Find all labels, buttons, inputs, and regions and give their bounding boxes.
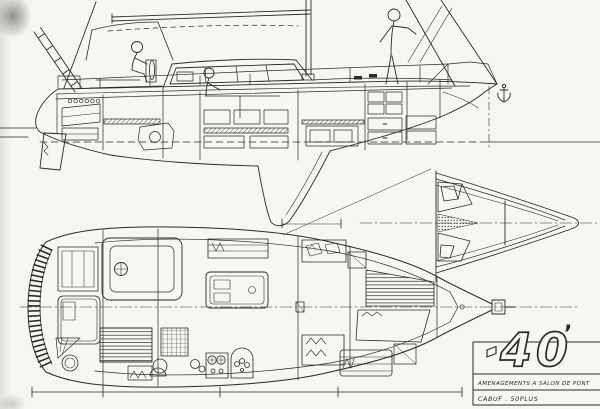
stern-ladder [33, 27, 82, 93]
pillows [305, 242, 341, 257]
forestay [440, 0, 498, 85]
sail-cover-dashed [107, 24, 299, 32]
pillow [439, 244, 455, 259]
boom [111, 9, 311, 18]
bow-deck-plan [281, 168, 599, 283]
inner-forestay [405, 0, 456, 87]
icebox-grid [160, 327, 189, 357]
bow-outline [435, 172, 579, 274]
pillow [440, 185, 459, 202]
hull-bottom-aft [39, 131, 259, 167]
saloon-table-plan [205, 271, 269, 309]
bow-fitting [459, 299, 516, 315]
hull-profile [0, 80, 498, 167]
port-berth-cushions [305, 337, 327, 357]
half-sink [149, 367, 167, 377]
helm-figure [131, 41, 148, 83]
sheer-line [57, 80, 498, 90]
bulkheads [102, 228, 438, 389]
companionway-steps [99, 327, 153, 363]
bow-pulpit [427, 61, 498, 85]
v-berth-slats [365, 269, 435, 307]
pillow [62, 301, 76, 321]
title-line-2: CABUF . 50PLUS [478, 395, 538, 403]
backstay [63, 1, 97, 89]
steering-wheel [148, 60, 155, 80]
quarter-berth [339, 343, 417, 377]
cockpit [89, 59, 163, 89]
sink [152, 358, 168, 374]
cockpit-plan [101, 237, 183, 301]
starboard-settee [207, 238, 269, 259]
engine [137, 122, 175, 151]
stove [205, 352, 229, 379]
anchor [488, 83, 511, 149]
forward-cabin [295, 239, 435, 366]
mast-section [295, 301, 305, 313]
accommodation-plan [19, 226, 581, 389]
aft-berth [57, 295, 101, 345]
transom [35, 88, 59, 133]
keel [257, 150, 331, 227]
logo-flag [486, 345, 497, 358]
rig [63, 0, 498, 89]
saloon-windows [169, 63, 305, 85]
v-berth [437, 181, 479, 262]
deck-fittings [354, 74, 377, 80]
saloon-figure [203, 67, 281, 119]
foredeck-figure [379, 8, 417, 85]
logo-prime: ’ [564, 322, 572, 347]
arch-cabinet [230, 347, 254, 379]
galley [127, 327, 254, 381]
title-line-1: AMENAGEMENTS A SALON DE PONT [477, 381, 590, 387]
dimension-ticks [281, 218, 342, 229]
deck-saloon [162, 58, 453, 89]
cushion-zigzag [129, 370, 147, 379]
logo-40: 40 [499, 323, 572, 377]
toilet [61, 354, 79, 372]
dimension-line [31, 386, 463, 398]
pushpit [57, 75, 81, 89]
title-block: 40 ’ AMENAGEMENTS A SALON DE PONT CABUF … [472, 322, 600, 406]
hull-bottom-fwd [329, 83, 498, 152]
berth-infill-wedge [437, 213, 479, 233]
profile-view [0, 0, 600, 227]
projection-line [282, 168, 432, 236]
bimini-frame [85, 21, 174, 61]
interior-cutaway [61, 79, 479, 161]
aft-cabin [55, 246, 101, 372]
rudder [39, 94, 67, 171]
